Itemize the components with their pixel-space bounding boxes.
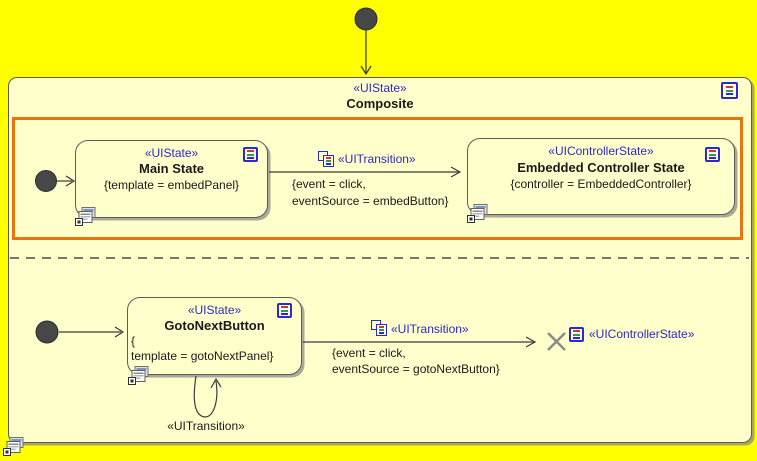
compartment-icon[interactable] (277, 303, 292, 318)
embedded-state-name: Embedded Controller State (517, 160, 685, 175)
transition-embed-guard-line2[interactable]: eventSource = embedButton} (292, 194, 449, 208)
transition-icon (371, 320, 389, 338)
compartment-icon[interactable] (721, 82, 738, 99)
highlight-frame (12, 117, 743, 240)
transition-icon (318, 151, 336, 169)
main-state-constraint: {template = embedPanel} (103, 178, 240, 192)
compartment-icon[interactable] (569, 327, 584, 342)
embedded-state-stereotype: «UIControllerState» (548, 144, 654, 158)
embedded-state-constraint: {controller = EmbeddedController} (510, 177, 692, 191)
ui-prototype-icon (3, 437, 25, 456)
main-state-stereotype: «UIState» (144, 146, 199, 160)
composite-stereotype: «UIState» (353, 81, 407, 95)
transition-goto-guard-line1[interactable]: {event = click, (332, 346, 406, 360)
goto-state-constraint-line2: template = gotoNextPanel} (131, 349, 274, 363)
transition-goto-guard-line2[interactable]: eventSource = gotoNextButton} (332, 362, 500, 376)
state-gotonextbutton[interactable] (127, 297, 302, 375)
goto-state-name: GotoNextButton (164, 318, 265, 333)
composite-name: Composite (346, 96, 414, 111)
transition-embed-stereotype[interactable]: «UITransition» (338, 152, 416, 166)
goto-state-constraint-line1: { (131, 334, 136, 348)
ui-prototype-icon (467, 204, 489, 223)
compartment-icon[interactable] (243, 147, 258, 162)
initial-state-icon[interactable] (354, 7, 378, 31)
transition-goto-stereotype[interactable]: «UITransition» (391, 322, 469, 336)
arrowhead (360, 65, 372, 76)
compartment-icon[interactable] (705, 147, 720, 162)
state-main[interactable] (75, 140, 268, 218)
terminate-stereotype[interactable]: «UIControllerState» (589, 327, 695, 341)
main-state-name: Main State (138, 161, 204, 176)
self-transition-stereotype[interactable]: «UITransition» (167, 419, 245, 433)
goto-state-stereotype: «UIState» (187, 303, 242, 317)
transition-embed-guard-line1[interactable]: {event = click, (292, 177, 366, 191)
ui-prototype-icon (128, 366, 150, 385)
state-embedded-controller[interactable] (467, 138, 735, 215)
ui-prototype-icon (75, 207, 97, 226)
